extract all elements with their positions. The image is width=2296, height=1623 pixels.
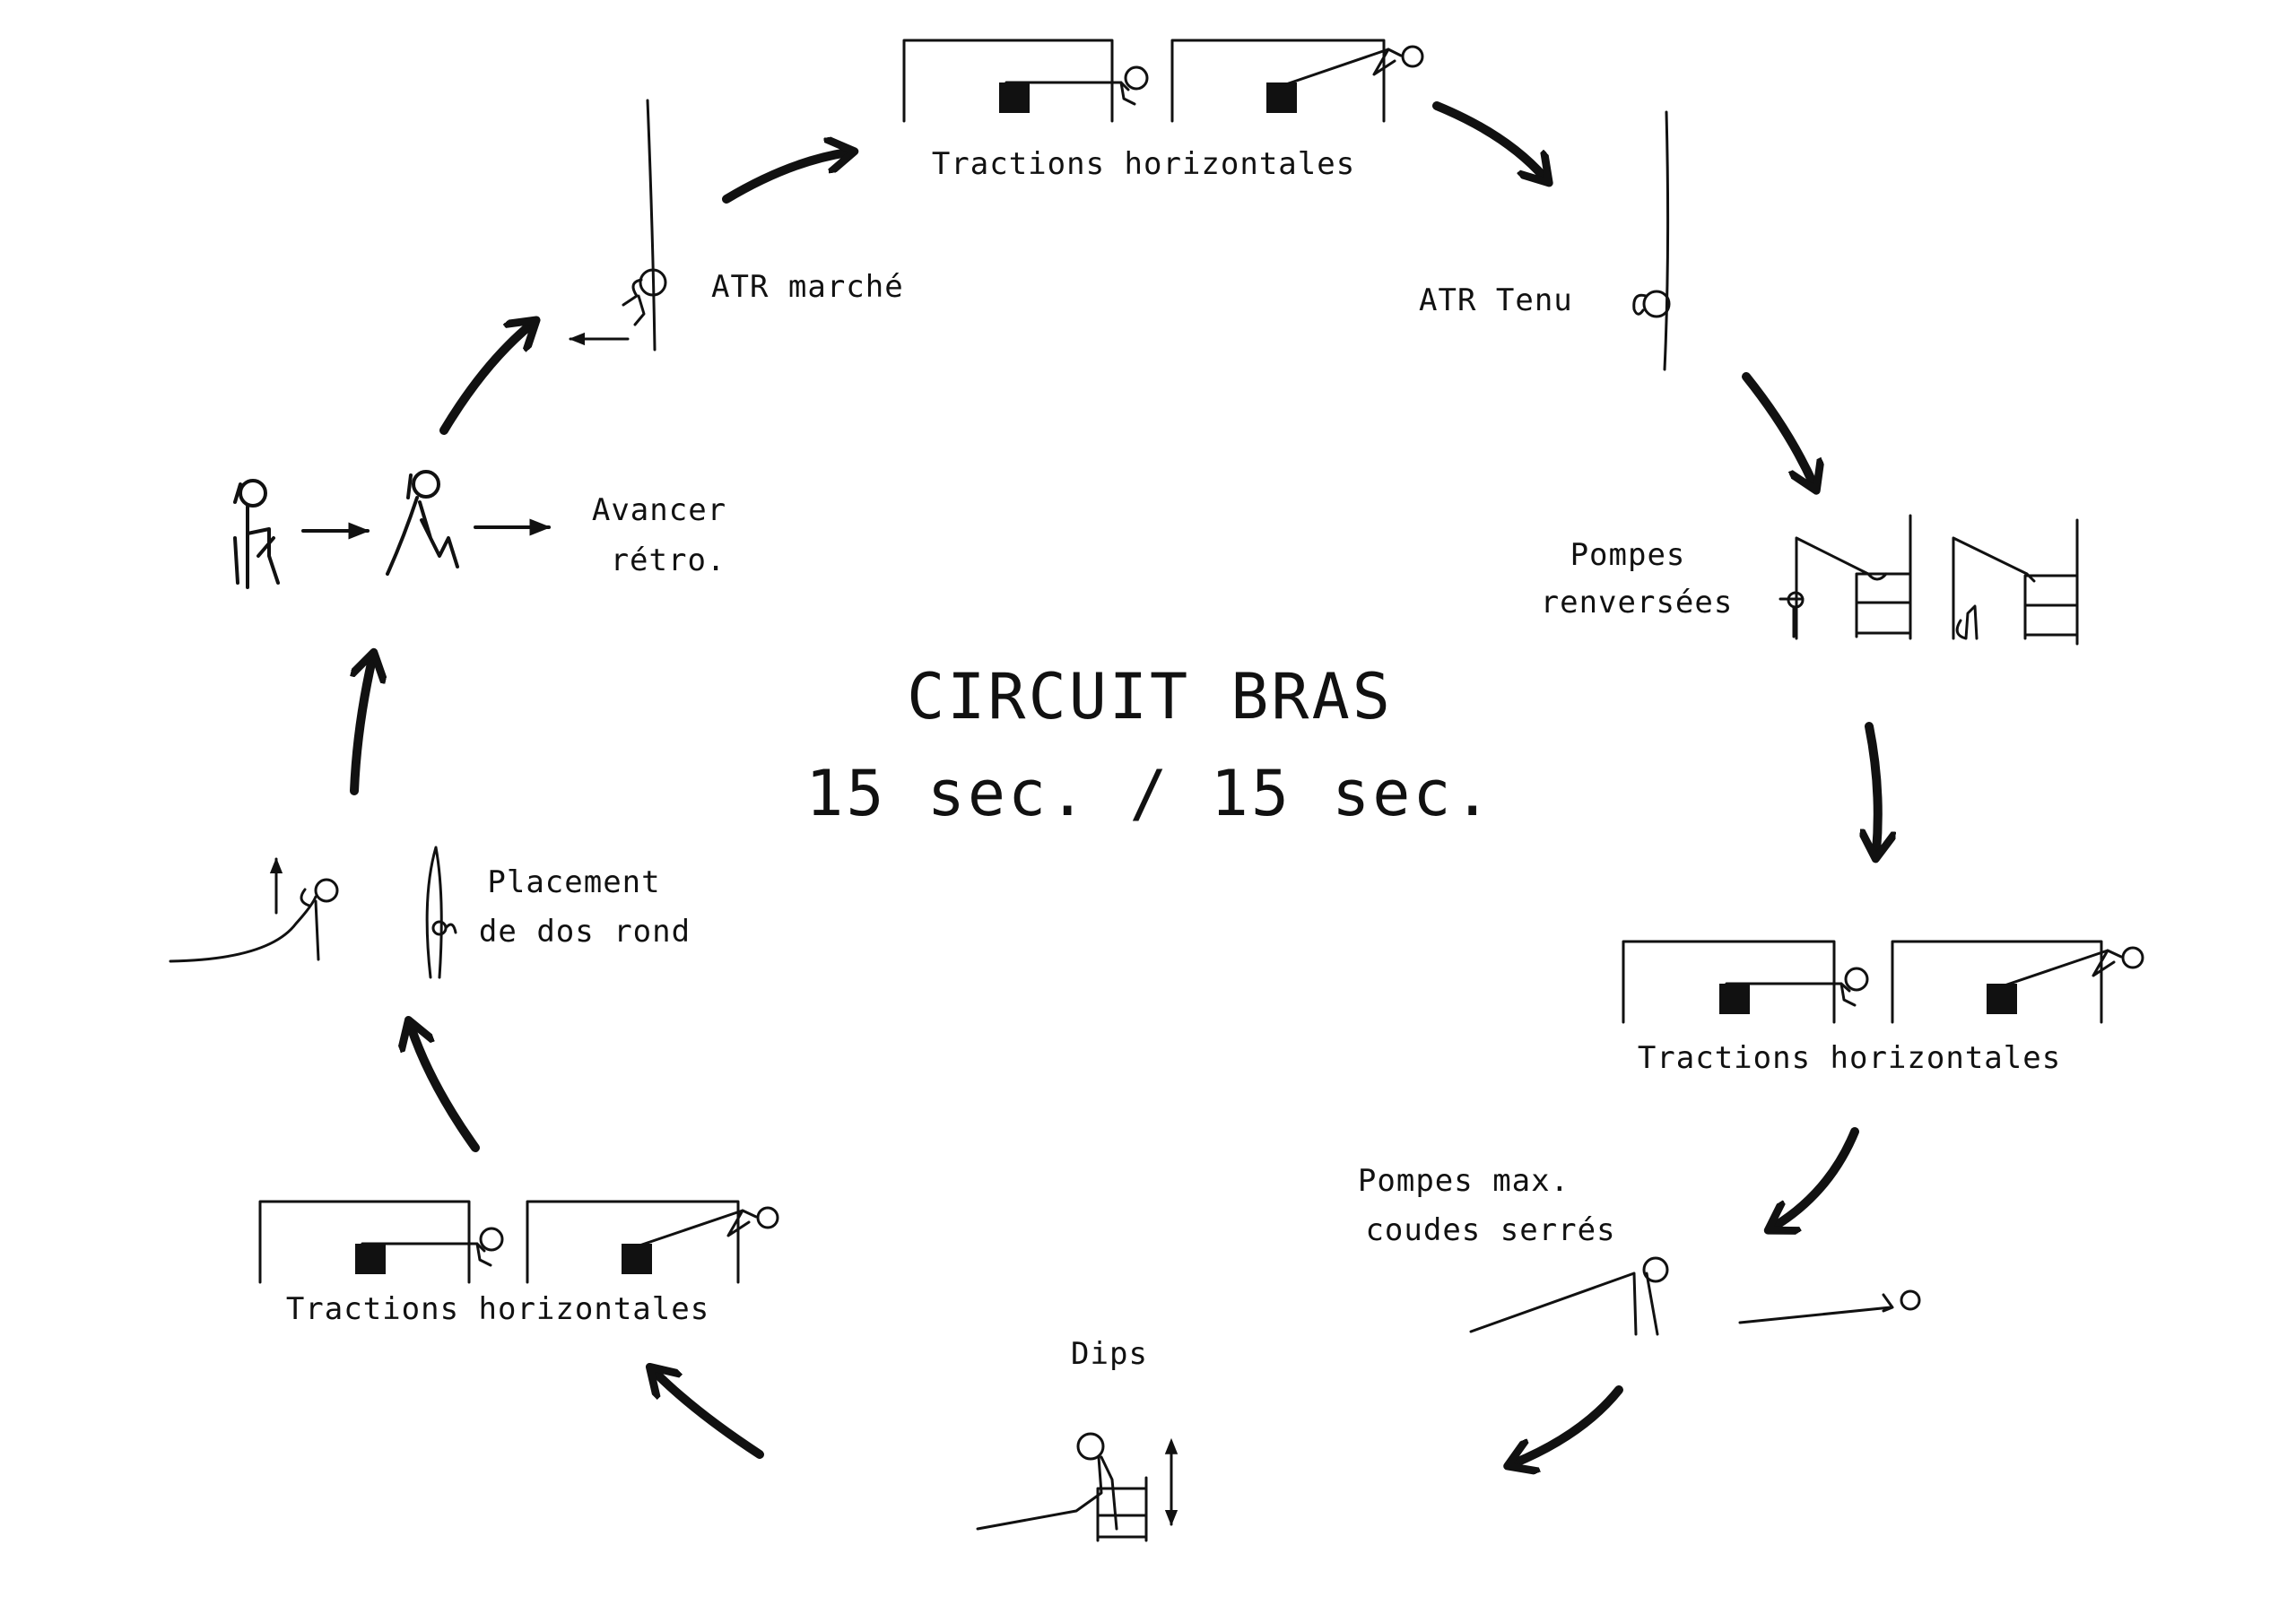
stick-figure-icon (1952, 536, 2036, 640)
station-label-placement-line1: Placement (487, 864, 661, 900)
stick-figure-icon (386, 470, 459, 576)
stick-figure-icon (1279, 45, 1424, 88)
station-label-atr-marche: ATR marché (711, 269, 904, 305)
station-label-pompes-max-line2: coudes serrés (1365, 1212, 1616, 1248)
stick-figure-icon (1469, 1256, 1669, 1336)
stick-figure-icon (1779, 536, 1888, 640)
bar-frame-icon (1891, 940, 2103, 1024)
ladder-icon (1855, 514, 1912, 640)
stick-figure-icon (1004, 65, 1149, 106)
curved-arrow-icon (439, 325, 531, 435)
box-icon (1266, 82, 1297, 113)
wall-icon (646, 99, 657, 352)
curved-arrow-icon (655, 1372, 764, 1459)
curved-arrow-icon (1774, 1127, 1859, 1227)
curved-arrow-icon (722, 152, 848, 204)
box-icon (999, 82, 1030, 113)
stick-figure-icon (622, 268, 667, 326)
bar-frame-icon (526, 1200, 740, 1284)
stick-figure-icon (169, 878, 339, 963)
stick-figure-icon (1738, 1289, 1921, 1324)
stick-figure-icon (635, 1206, 779, 1248)
station-label-avancer-line2: rétro. (610, 542, 726, 578)
stick-figure-icon (976, 1432, 1118, 1531)
ladder-icon (2023, 518, 2079, 646)
curved-arrow-icon (1742, 372, 1813, 484)
box-icon (1719, 984, 1750, 1014)
page-title: CIRCUIT BRAS (907, 660, 1393, 733)
stick-figure-icon (1725, 967, 1869, 1007)
box-icon (1987, 984, 2017, 1014)
box-icon (622, 1244, 652, 1274)
stick-figure-icon (361, 1227, 504, 1267)
stick-figure-icon (2000, 946, 2144, 988)
stick-figure-icon (233, 479, 280, 589)
wall-icon (1663, 110, 1670, 371)
stick-figure-icon (1632, 290, 1671, 318)
bar-frame-icon (1170, 39, 1386, 123)
curved-arrow-icon (411, 1027, 480, 1152)
bar-frame-icon (258, 1200, 471, 1284)
station-label-dips: Dips (1071, 1336, 1148, 1372)
box-icon (355, 1244, 386, 1274)
station-label-tractions-top: Tractions horizontales (931, 146, 1356, 182)
ladder-icon (1096, 1476, 1148, 1542)
station-label-tractions-left: Tractions horizontales (285, 1291, 710, 1327)
curved-arrow-icon (1514, 1385, 1623, 1463)
station-label-avancer-line1: Avancer (591, 492, 727, 528)
station-label-pompes-renversees-line2: renversées (1540, 585, 1734, 621)
curved-arrow-icon (1869, 722, 1878, 852)
station-label-pompes-max-line1: Pompes max. (1357, 1163, 1570, 1199)
stick-figure-icon (425, 846, 457, 979)
curved-arrow-icon (350, 659, 372, 795)
bar-frame-icon (902, 39, 1114, 123)
station-label-pompes-renversees-line1: Pompes (1570, 537, 1686, 573)
station-label-placement-line2: de dos rond (478, 914, 691, 950)
bar-frame-icon (1622, 940, 1836, 1024)
page-subtitle: 15 sec. / 15 sec. (805, 757, 1494, 830)
curved-arrow-icon (1432, 101, 1544, 178)
station-label-tractions-right: Tractions horizontales (1637, 1040, 2062, 1076)
station-label-atr-tenu: ATR Tenu (1419, 282, 1573, 318)
